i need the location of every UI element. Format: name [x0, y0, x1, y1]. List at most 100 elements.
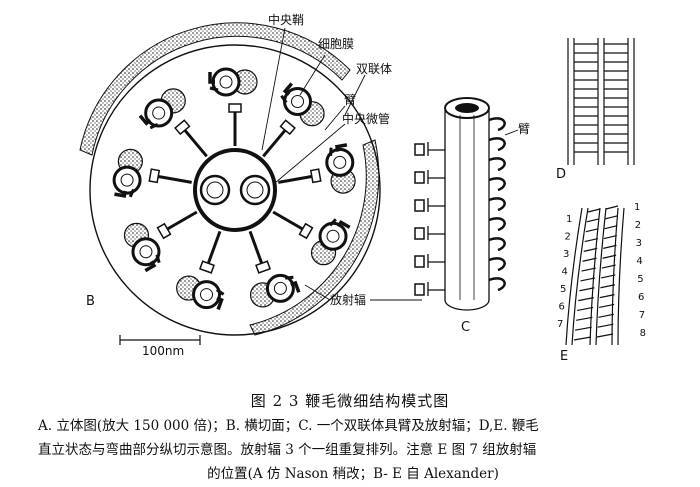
spoke-head-c	[414, 171, 425, 184]
leader-arm-c	[504, 129, 519, 136]
e-number-left: 4	[562, 267, 568, 278]
doublet-a-lumen	[139, 245, 153, 259]
dynein-arm	[334, 143, 348, 152]
scale-bar	[119, 335, 201, 345]
doublet-top-inner	[455, 103, 479, 113]
label-cell-membrane: 细胞膜	[318, 37, 354, 51]
dynein-arm-c	[488, 217, 506, 232]
label-doublet: 双联体	[356, 62, 392, 76]
rung-left	[583, 247, 598, 252]
e-number-right: 4	[636, 256, 642, 267]
e-number-left: 6	[559, 302, 565, 313]
spoke-head	[198, 260, 215, 274]
doublet-a-lumen	[152, 106, 166, 120]
caption-line-3: 的位置(A 仿 Nason 稍改；B- E 自 Alexander)	[207, 466, 499, 482]
panel-label-e: E	[560, 349, 568, 364]
doublet-a-lumen	[326, 229, 340, 243]
flagellum-diagram: 100nm B 中央鞘 细胞膜 双联体 臂 中央微管 放射辐 臂 C D 123…	[79, 12, 646, 364]
radial-spoke-c	[427, 170, 445, 184]
e-number-right: 2	[635, 220, 641, 231]
caption-line-2: 直立状态与弯曲部分纵切示意图。放射辐 3 个一组重复排列。注意 E 图 7 组放…	[38, 442, 537, 458]
dynein-arm-c	[488, 257, 506, 272]
e-number-left: 1	[566, 214, 572, 225]
radial-spoke	[182, 127, 208, 158]
spoke-head-c	[414, 255, 425, 268]
rung-right	[601, 274, 616, 279]
radial-spoke	[272, 210, 306, 232]
e-number-right: 3	[636, 238, 642, 249]
rung-left	[574, 326, 592, 331]
spoke-head	[298, 222, 314, 240]
rung-right	[602, 254, 617, 259]
caption-body: A. 立体图(放大 150 000 倍)；B. 横切面；C. 一个双联体具臂及放…	[38, 414, 668, 486]
radial-spoke-c	[427, 226, 445, 240]
rung-left	[581, 267, 596, 272]
rung-left	[579, 287, 595, 292]
dynein-arm-c	[488, 237, 506, 252]
dynein-arm-inner	[329, 147, 333, 156]
radial-spoke-c	[427, 282, 445, 296]
spoke-head-c	[414, 283, 425, 296]
dynein-arm	[138, 114, 152, 126]
rung-right	[597, 323, 614, 328]
dynein-arm-inner	[128, 188, 135, 198]
e-number-right: 8	[640, 328, 646, 339]
dynein-arm-inner	[280, 94, 288, 104]
e-number-right: 1	[634, 202, 640, 213]
dynein-arm	[216, 296, 224, 311]
peripheral-doublets	[112, 67, 356, 311]
radial-spoke-c	[427, 142, 445, 156]
dynein-arm-c	[488, 157, 506, 172]
rung-left	[586, 218, 600, 223]
leader-lines	[261, 27, 422, 301]
radial-spoke	[248, 230, 264, 266]
axoneme-outline	[89, 44, 381, 336]
doublet-a-lumen	[291, 94, 305, 108]
caption-line-1: A. 立体图(放大 150 000 倍)；B. 横切面；C. 一个双联体具臂及放…	[38, 418, 539, 434]
label-central-sheath: 中央鞘	[268, 12, 304, 27]
radial-spoke	[206, 230, 222, 266]
cell-membrane-lower-arc	[249, 139, 380, 336]
dynein-arm	[282, 82, 294, 96]
rung-right	[603, 244, 617, 249]
e-number-left: 5	[560, 284, 566, 295]
dynein-arm-inner	[285, 275, 294, 280]
spoke-head	[148, 168, 161, 184]
radial-spokes	[414, 142, 445, 296]
label-central-tubule: 中央微管	[342, 111, 390, 126]
panel-label-c: C	[461, 320, 470, 335]
spoke-head	[156, 222, 172, 240]
e-rails	[565, 207, 625, 346]
dynein-arm	[114, 190, 127, 198]
dynein-arm	[337, 219, 351, 229]
doublet-a-lumen	[200, 288, 214, 302]
doublet-inner-line	[459, 115, 475, 300]
dynein-arm-inner	[215, 288, 225, 296]
dynein-arm-c	[488, 137, 506, 152]
central-tubule-right-inner	[246, 181, 264, 199]
dynein-arm-inner	[329, 218, 337, 227]
spoke-head	[228, 103, 242, 113]
rung-right	[603, 234, 617, 240]
radial-spoke	[164, 210, 198, 232]
rung-left	[580, 277, 596, 282]
spoke-head	[309, 168, 322, 184]
dynein-arm-inner	[149, 122, 159, 130]
scale-label: 100nm	[142, 344, 184, 358]
dynein-arm-c	[488, 117, 506, 132]
doublet-a-lumen	[219, 75, 233, 89]
radial-spoke-c	[427, 198, 445, 212]
dynein-arm-c	[488, 197, 506, 212]
spoke-head	[255, 260, 272, 274]
panel-label-b: B	[86, 294, 95, 309]
radial-spoke	[262, 127, 288, 158]
rung-right	[598, 303, 615, 309]
dynein-arm	[208, 72, 215, 84]
caption-title: 图 2 3 鞭毛微细结构模式图	[250, 392, 450, 410]
rung-left	[576, 316, 593, 321]
dynein-arm-c	[488, 177, 506, 192]
dynein-arm-inner	[209, 86, 219, 92]
rung-left	[582, 257, 597, 262]
radial-spoke	[278, 174, 315, 184]
